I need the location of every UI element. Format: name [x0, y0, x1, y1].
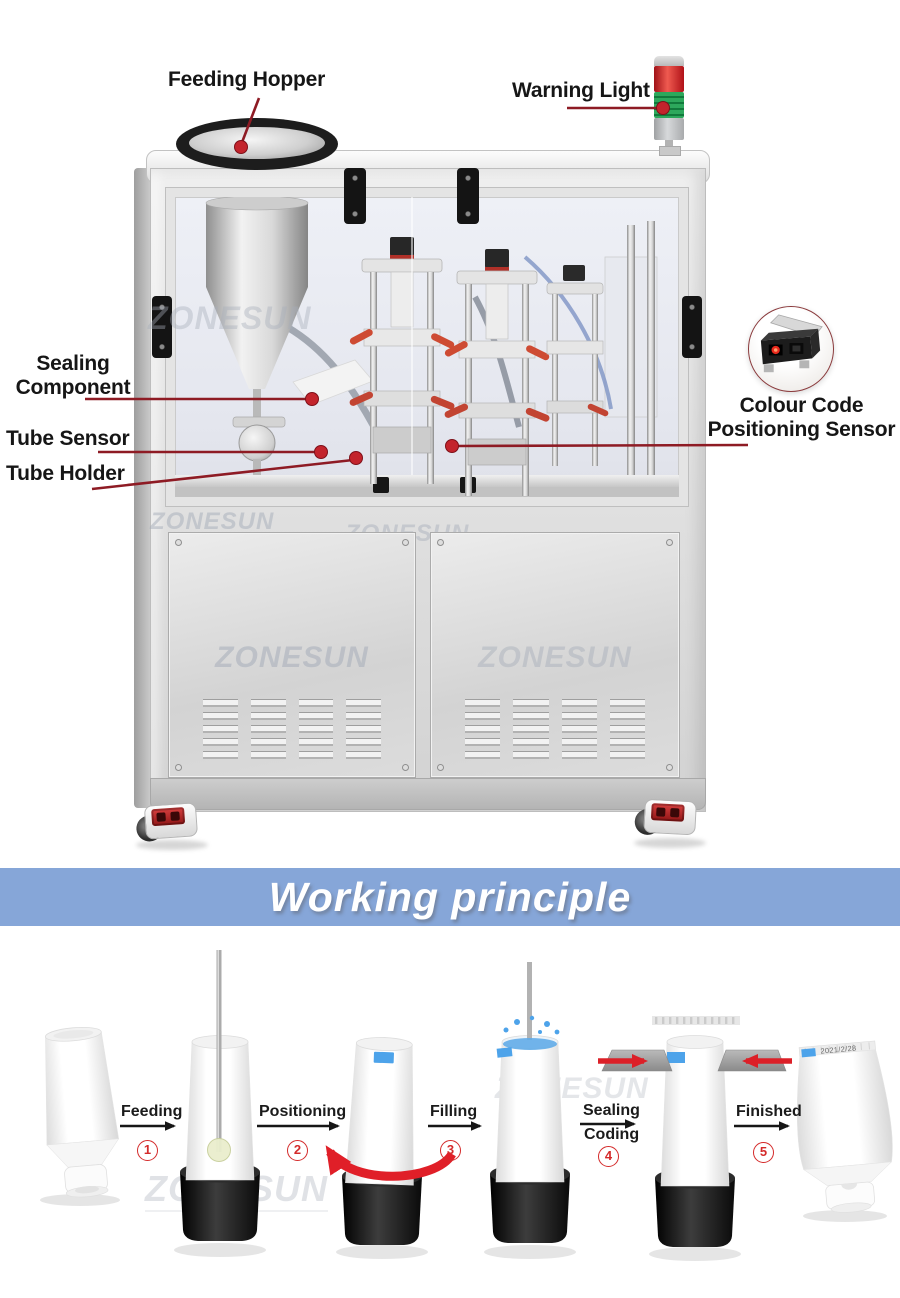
step2-tube-in-holder — [180, 950, 260, 1241]
label-feeding-hopper: Feeding Hopper — [168, 68, 326, 91]
step-label-finished: Finished — [736, 1103, 802, 1120]
filling-nozzle — [527, 962, 532, 1040]
warning-light-green-segment — [654, 92, 684, 118]
colour-code-mark — [496, 1047, 513, 1058]
step-arrows — [120, 1119, 790, 1131]
colour-code-mark — [373, 1051, 394, 1064]
cabinet-door-left: ZONESUN — [168, 532, 416, 778]
step-number-5: 5 — [753, 1142, 774, 1163]
step-label-sealing: Sealing — [583, 1102, 640, 1119]
caster-wheel-left — [135, 800, 199, 844]
step-label-feeding: Feeding — [121, 1103, 183, 1120]
warning-light-mount — [659, 146, 681, 156]
station-2 — [442, 248, 552, 497]
step3-positioning-tube — [325, 1037, 456, 1245]
label-sealing-component: Sealing Component — [15, 352, 131, 400]
rod-tip — [207, 1138, 231, 1162]
vent-louvers — [465, 699, 645, 763]
enclosure-mechanisms — [175, 197, 679, 497]
brand-watermark: ZONESUN — [478, 641, 632, 674]
vent-louvers — [203, 699, 381, 763]
hinge-top-right — [457, 168, 479, 224]
step-number-1: 1 — [137, 1140, 158, 1161]
colour-code-sensor-inset — [748, 306, 834, 392]
step-label-coding: Coding — [584, 1126, 640, 1143]
acrylic-seam — [411, 197, 413, 475]
label-tube-sensor: Tube Sensor — [6, 427, 130, 450]
date-code: 2021/2/28 — [820, 1044, 857, 1056]
working-principle-banner: Working principle — [0, 868, 900, 926]
floor-shadows — [40, 1194, 887, 1261]
rotation-arrow — [325, 1145, 456, 1181]
brand-watermark: ZONESUN — [150, 508, 275, 535]
warning-light-base — [654, 118, 684, 140]
hopper-cone-assembly — [205, 197, 374, 481]
machine-bottom-frame — [150, 778, 706, 810]
station-1 — [347, 236, 457, 485]
caster-shadow — [136, 840, 208, 850]
hinge-top-left — [344, 168, 366, 224]
caster-wheel-right — [634, 797, 697, 840]
station-3 — [546, 265, 609, 466]
liquid-splash — [503, 1015, 560, 1050]
step-number-4: 4 — [598, 1146, 619, 1167]
step1-empty-tube — [45, 1026, 120, 1198]
step5-sealing-tube — [598, 1016, 792, 1247]
step-number-2: 2 — [287, 1140, 308, 1161]
colour-code-mark — [801, 1048, 816, 1058]
colour-code-mark — [667, 1052, 685, 1063]
caster-shadow — [634, 838, 706, 848]
step-label-positioning: Positioning — [259, 1103, 347, 1120]
warning-light-red-segment — [654, 66, 684, 92]
process-steps-graphics: 2021/2/28 — [40, 950, 893, 1261]
label-tube-holder: Tube Holder — [6, 462, 125, 485]
label-colour-code-sensor: Colour Code Positioning Sensor — [707, 394, 896, 442]
step-number-3: 3 — [440, 1140, 461, 1161]
step6-finished-tube: 2021/2/28 — [796, 1040, 893, 1213]
hinge-side-right — [682, 296, 702, 358]
warning-light-cap — [654, 56, 684, 66]
feeding-hopper-bowl — [189, 127, 325, 159]
crimp-stamp — [652, 1016, 740, 1025]
step-label-filling: Filling — [430, 1103, 478, 1120]
label-warning-light: Warning Light — [512, 79, 650, 102]
hinge-side-left — [152, 296, 172, 358]
machine-left-side — [134, 168, 150, 808]
right-frame-rails — [604, 221, 658, 475]
sensor-drawing — [760, 314, 823, 373]
step4-filling-tube — [490, 962, 570, 1243]
brand-watermark: ZONESUN — [215, 641, 369, 674]
banner-title: Working principle — [268, 873, 632, 920]
cabinet-door-right: ZONESUN — [430, 532, 680, 778]
brand-watermark: ZONESUN — [148, 300, 312, 336]
